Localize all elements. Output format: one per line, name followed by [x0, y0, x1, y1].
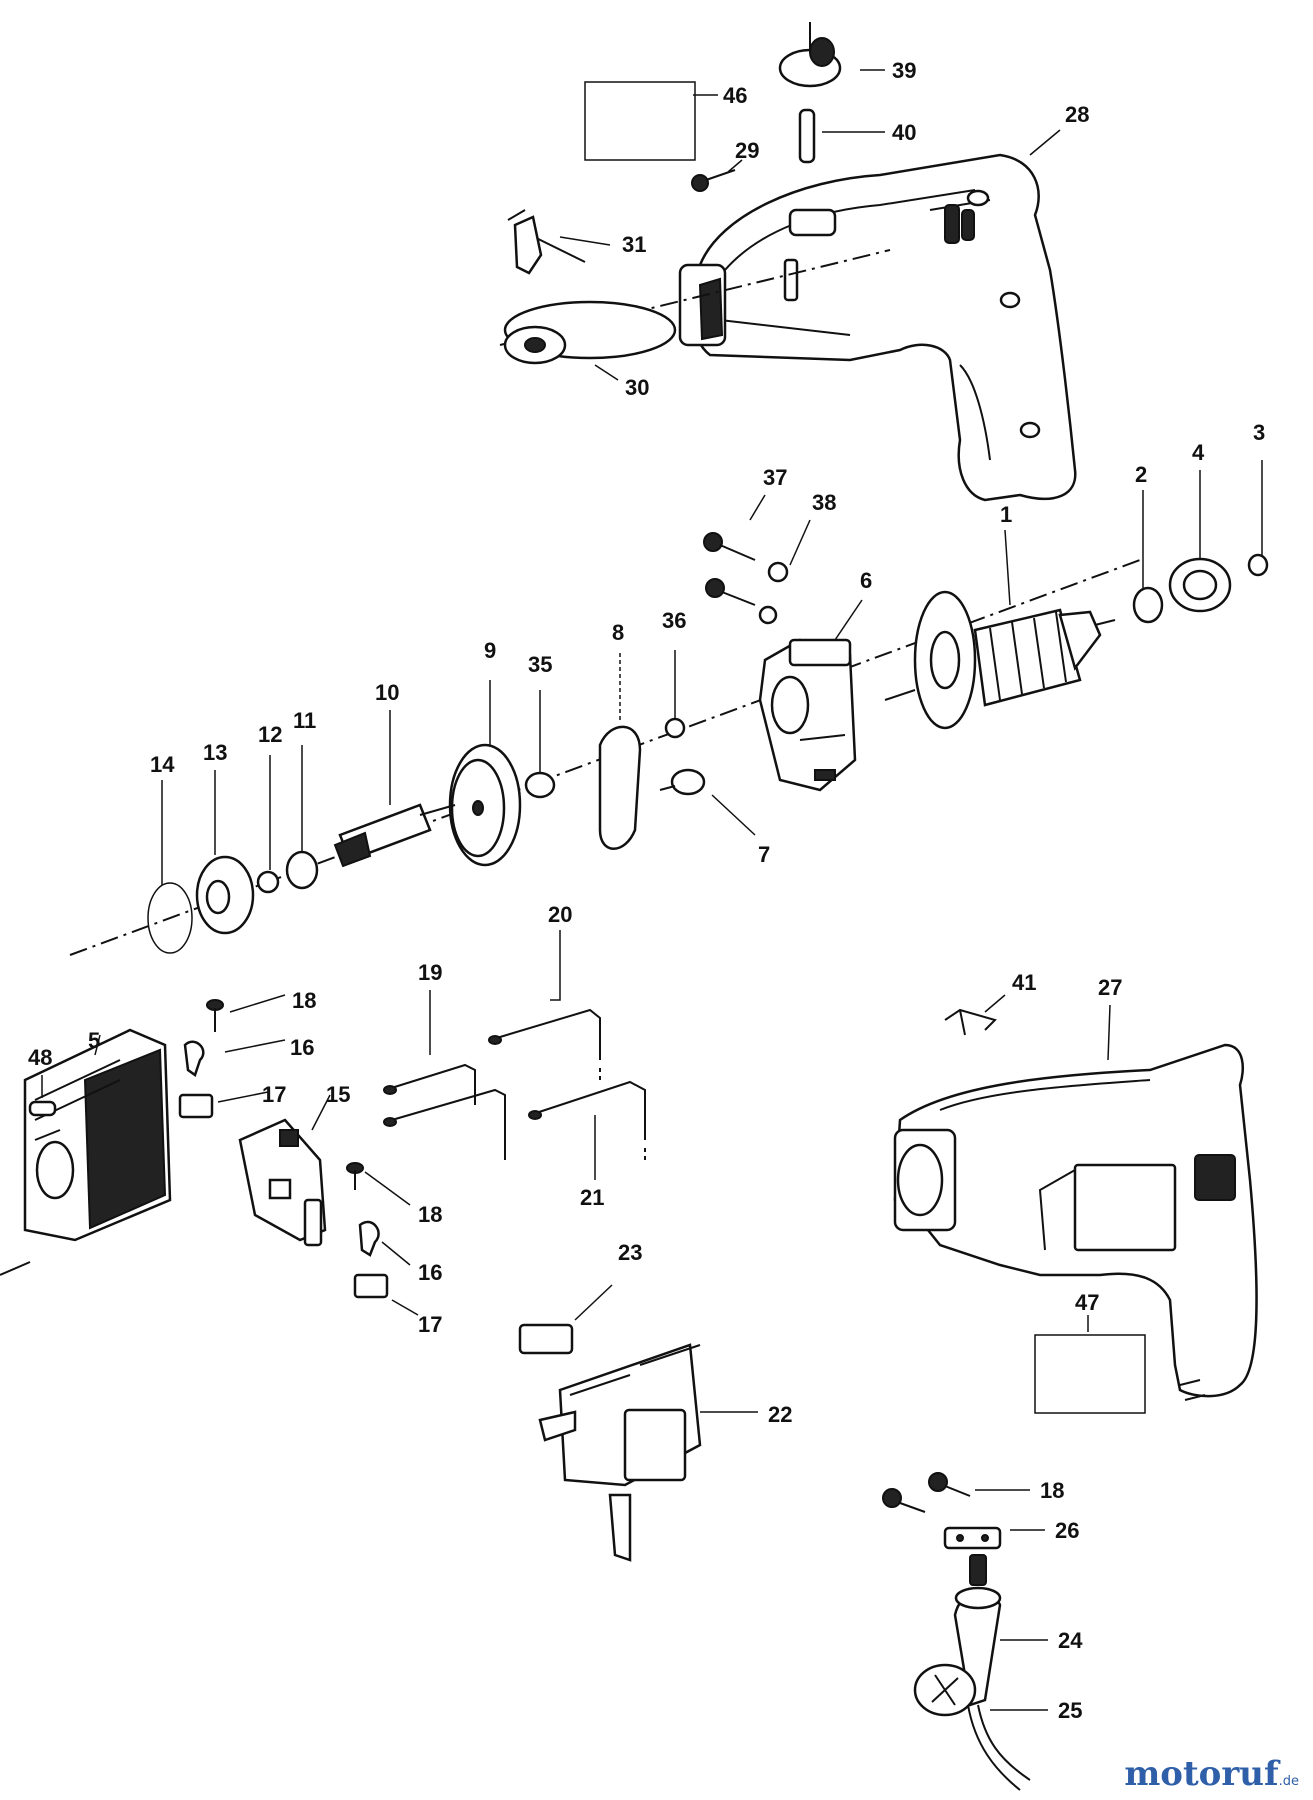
label-2: 2 — [1135, 462, 1147, 487]
label-17-top: 17 — [262, 1082, 286, 1107]
screw-18-mid — [346, 1162, 364, 1190]
label-31: 31 — [622, 232, 646, 257]
label-29: 29 — [735, 138, 759, 163]
label-4: 4 — [1192, 440, 1205, 465]
label-19: 19 — [418, 960, 442, 985]
wire-21 — [528, 1080, 646, 1162]
label-30: 30 — [625, 375, 649, 400]
screw-29 — [691, 169, 736, 192]
ring-12 — [256, 870, 280, 894]
label-6: 6 — [860, 568, 872, 593]
label-47: 47 — [1075, 1290, 1099, 1315]
label-14: 14 — [150, 752, 175, 777]
label-20: 20 — [548, 902, 572, 927]
stator-5 — [0, 1028, 172, 1276]
bearing-4 — [1168, 557, 1232, 613]
label-46: 46 — [723, 83, 747, 108]
label-24: 24 — [1058, 1628, 1083, 1653]
label-35: 35 — [528, 652, 552, 677]
label-26: 26 — [1055, 1518, 1079, 1543]
label-39: 39 — [892, 58, 916, 83]
wire-20 — [488, 1008, 601, 1080]
label-18-bottom: 18 — [1040, 1478, 1064, 1503]
brush-17-top — [178, 1093, 214, 1119]
label-27: 27 — [1098, 975, 1122, 1000]
switch-22 — [538, 1343, 702, 1562]
watermark-brand: motoruf — [1124, 1754, 1279, 1794]
gasket-8 — [598, 725, 642, 850]
label-17-mid: 17 — [418, 1312, 442, 1337]
label-15: 15 — [326, 1082, 350, 1107]
gear-9 — [448, 743, 522, 867]
knob-39 — [778, 22, 842, 88]
leader-lines — [41, 69, 1263, 1711]
label-48: 48 — [28, 1045, 52, 1070]
label-38: 38 — [812, 490, 836, 515]
pin-40 — [798, 108, 816, 164]
label-18-top: 18 — [292, 988, 316, 1013]
watermark-logo: motoruf.de — [1124, 1754, 1299, 1794]
label-7: 7 — [758, 842, 770, 867]
label-5: 5 — [88, 1028, 100, 1053]
wires-19 — [383, 1063, 506, 1160]
label-25: 25 — [1058, 1698, 1082, 1723]
ring-14 — [147, 882, 193, 954]
gear-housing-6 — [758, 638, 857, 792]
label-plate-46 — [584, 81, 696, 161]
housing-half-28 — [678, 153, 1077, 502]
part-labels: 46 39 40 28 29 31 30 37 38 1 2 4 3 6 8 3… — [28, 58, 1265, 1723]
label-12: 12 — [258, 722, 282, 747]
cord-25 — [913, 1663, 1031, 1791]
label-23: 23 — [618, 1240, 642, 1265]
label-3: 3 — [1253, 420, 1265, 445]
spring-16-mid — [358, 1220, 380, 1257]
clip-3 — [1247, 553, 1269, 577]
label-10: 10 — [375, 680, 399, 705]
label-16-mid: 16 — [418, 1260, 442, 1285]
label-9: 9 — [484, 638, 496, 663]
label-22: 22 — [768, 1402, 792, 1427]
cord-clamp-26 — [943, 1526, 1002, 1550]
label-36: 36 — [662, 608, 686, 633]
label-18-mid: 18 — [418, 1202, 442, 1227]
bearing-13 — [195, 855, 255, 935]
label-8: 8 — [612, 620, 624, 645]
chuck-30 — [503, 300, 677, 365]
ball-36 — [664, 717, 686, 739]
bushing-35 — [524, 771, 556, 799]
label-21: 21 — [580, 1185, 604, 1210]
label-28: 28 — [1065, 102, 1089, 127]
label-13: 13 — [203, 740, 227, 765]
label-11: 11 — [293, 708, 316, 733]
ring-11 — [285, 850, 319, 890]
label-16-top: 16 — [290, 1035, 314, 1060]
armature-1 — [884, 590, 1116, 730]
spring-16-top — [183, 1040, 205, 1078]
washer-2 — [1132, 586, 1164, 624]
screw-18-top — [206, 999, 224, 1032]
capacitor-23 — [518, 1323, 574, 1355]
label-37: 37 — [763, 465, 787, 490]
watermark-tld: .de — [1278, 1774, 1299, 1789]
brush-holder-15 — [238, 1118, 327, 1247]
pin-48 — [28, 1100, 57, 1117]
screws-18-bottom — [882, 1472, 971, 1513]
chuck-key-31 — [507, 209, 586, 275]
label-plate-47 — [1034, 1334, 1146, 1414]
label-1: 1 — [1000, 502, 1012, 527]
brush-17-mid — [353, 1273, 389, 1299]
washers-38 — [758, 561, 789, 625]
clip-41 — [944, 1008, 997, 1036]
spindle-10 — [333, 803, 456, 868]
label-41: 41 — [1012, 970, 1036, 995]
bushing-7 — [659, 768, 706, 796]
label-40: 40 — [892, 120, 916, 145]
screws-37 — [703, 532, 756, 606]
assembled-drill-27 — [893, 1043, 1258, 1401]
